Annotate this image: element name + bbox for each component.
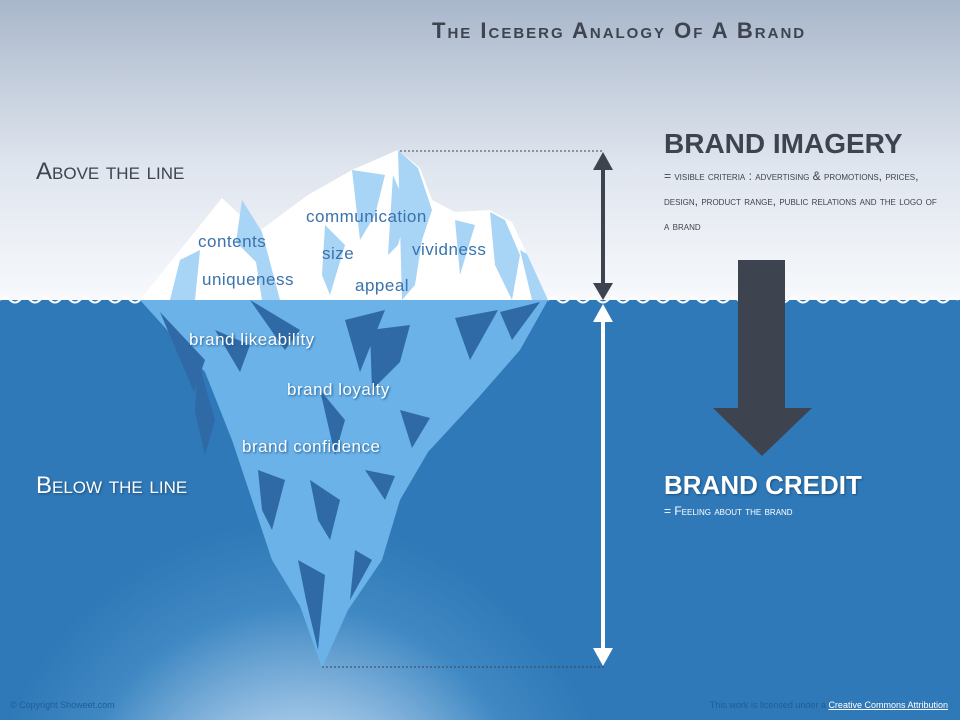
- iceberg-tip: [140, 150, 548, 300]
- page-title: The Iceberg Analogy Of A Brand: [432, 18, 807, 43]
- copyright-notice: © Copyright Showeet.com: [10, 700, 115, 710]
- below-the-line-label: Below the line: [36, 472, 188, 499]
- underwater-iceberg: [140, 300, 548, 668]
- above-the-line-label: Above the line: [36, 158, 185, 185]
- keyword-appeal: appeal: [355, 276, 410, 295]
- keyword-vividness: vividness: [412, 240, 487, 259]
- keyword-brand-confidence: brand confidence: [242, 437, 381, 456]
- keyword-contents: contents: [198, 232, 267, 251]
- keyword-communication: communication: [306, 207, 427, 226]
- keyword-uniqueness: uniqueness: [202, 270, 294, 289]
- keyword-brand-loyalty: brand loyalty: [287, 380, 390, 399]
- license-text: This work is licensed under a: [709, 700, 829, 710]
- below-measure-arrow: [593, 304, 613, 666]
- license-link[interactable]: Creative Commons Attribution: [828, 700, 948, 710]
- brand-imagery-heading: BRAND IMAGERY: [664, 128, 903, 159]
- keyword-size: size: [322, 244, 355, 263]
- above-measure-arrow: [593, 152, 613, 300]
- keyword-brand-likeability: brand likeability: [189, 330, 315, 349]
- brand-imagery-description: = visible criteria : advertising & promo…: [664, 169, 937, 233]
- imagery-to-credit-arrow: [713, 260, 812, 456]
- license-notice: This work is licensed under a Creative C…: [710, 700, 948, 710]
- brand-credit-description: = Feeling about the brand: [664, 504, 793, 518]
- brand-credit-heading: BRAND CREDIT: [664, 470, 862, 500]
